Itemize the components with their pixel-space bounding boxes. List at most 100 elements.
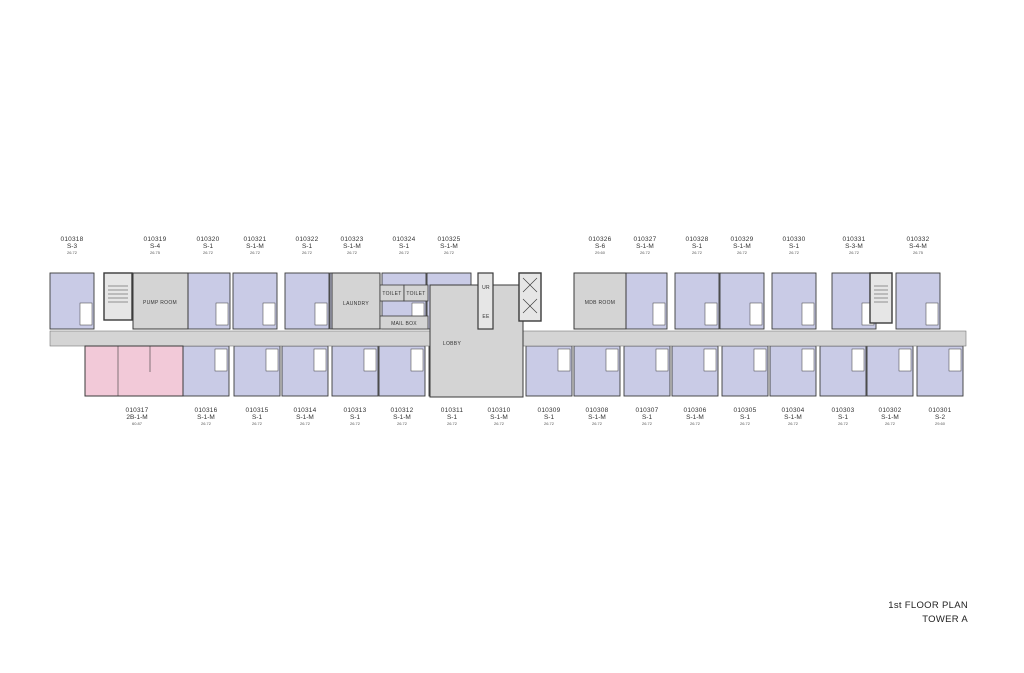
drawing-title-block: 1st FLOOR PLAN TOWER A <box>888 599 968 627</box>
bathroom <box>605 348 619 372</box>
unit-id: 010321 <box>243 236 267 243</box>
unit-id: 010313 <box>343 407 367 414</box>
unit-id: 010331 <box>842 236 866 243</box>
unit-area: 26.75 <box>149 249 160 255</box>
unit-type: S-1 <box>837 414 849 422</box>
unit-type: S-1 <box>543 414 555 422</box>
unit-type: S-1 <box>202 243 214 251</box>
unit-area: 26.72 <box>396 420 407 426</box>
unit-area: 26.72 <box>884 420 895 426</box>
unit-area: 26.72 <box>66 249 77 255</box>
unit-type: S-1 <box>251 414 263 422</box>
unit-type: S-1 <box>398 243 410 251</box>
unit-id: 010325 <box>437 236 461 243</box>
bathroom <box>410 348 424 372</box>
lift-label-bottom: EE <box>482 314 490 320</box>
unit-type: S-1-M <box>296 414 314 422</box>
unit-type: S-1-M <box>246 243 264 251</box>
unit-area: 26.72 <box>788 249 799 255</box>
bathroom <box>79 302 93 326</box>
tower-name: TOWER A <box>922 614 968 625</box>
bathroom <box>704 302 718 326</box>
unit-area: 26.72 <box>398 249 409 255</box>
bottom-unit-row <box>182 345 964 397</box>
unit-id: 010330 <box>782 236 806 243</box>
unit-area: 26.72 <box>543 420 554 426</box>
unit-type: S-1 <box>641 414 653 422</box>
bathroom <box>801 302 815 326</box>
unit-type: S-1 <box>788 243 800 251</box>
unit-id: 010308 <box>585 407 609 414</box>
unit-area: 26.72 <box>346 249 357 255</box>
unit-type: S-1 <box>301 243 313 251</box>
unit-area: 26.72 <box>691 249 702 255</box>
unit-id: 010304 <box>781 407 805 414</box>
unit-type: S-1-M <box>197 414 215 422</box>
unit-type: S-1-M <box>733 243 751 251</box>
unit-type: S-1-M <box>490 414 508 422</box>
bathroom <box>851 348 865 372</box>
unit-type: S-1 <box>349 414 361 422</box>
bathroom <box>801 348 815 372</box>
unit-area: 26.72 <box>848 249 859 255</box>
pump-room <box>132 272 189 330</box>
unit-area: 26.72 <box>493 420 504 426</box>
unit-type: S-4 <box>149 243 161 251</box>
unit-area: 26.72 <box>689 420 700 426</box>
unit-area: 26.72 <box>251 420 262 426</box>
unit-id: 010310 <box>487 407 511 414</box>
unit-type: S-1-M <box>588 414 606 422</box>
unit-type: S-1-M <box>881 414 899 422</box>
bathroom <box>557 348 571 372</box>
plan-title: 1st FLOOR PLAN <box>888 600 968 611</box>
unit-id: 010311 <box>440 407 464 414</box>
common-areas: PUMP ROOM LAUNDRY TOILET TOILET MAIL BOX… <box>49 272 967 398</box>
laundry-label: LAUNDRY <box>343 301 369 307</box>
unit-area: 26.72 <box>200 420 211 426</box>
unit-type: S-1-M <box>784 414 802 422</box>
unit-type: S-6 <box>594 243 606 251</box>
unit-id: 010327 <box>633 236 657 243</box>
unit-type: S-1-M <box>343 243 361 251</box>
unit-area: 26.72 <box>787 420 798 426</box>
unit-area: 26.72 <box>591 420 602 426</box>
toilet-room-2 <box>403 284 429 302</box>
toilet-label-2: TOILET <box>406 291 425 297</box>
unit-type: S-1-M <box>636 243 654 251</box>
bathroom <box>262 302 276 326</box>
unit-area: 26.72 <box>299 420 310 426</box>
lift-core-left <box>477 272 494 330</box>
unit-id: 010302 <box>878 407 902 414</box>
unit-id: 010322 <box>295 236 319 243</box>
bathroom <box>214 348 228 372</box>
bathroom <box>749 302 763 326</box>
unit-area: 26.72 <box>639 249 650 255</box>
lift-label-top: UR <box>482 285 490 291</box>
bathroom <box>655 348 669 372</box>
unit-id: 010323 <box>340 236 364 243</box>
unit-id: 010309 <box>537 407 561 414</box>
unit-010317-highlight <box>84 345 184 397</box>
unit-area: 26.72 <box>736 249 747 255</box>
